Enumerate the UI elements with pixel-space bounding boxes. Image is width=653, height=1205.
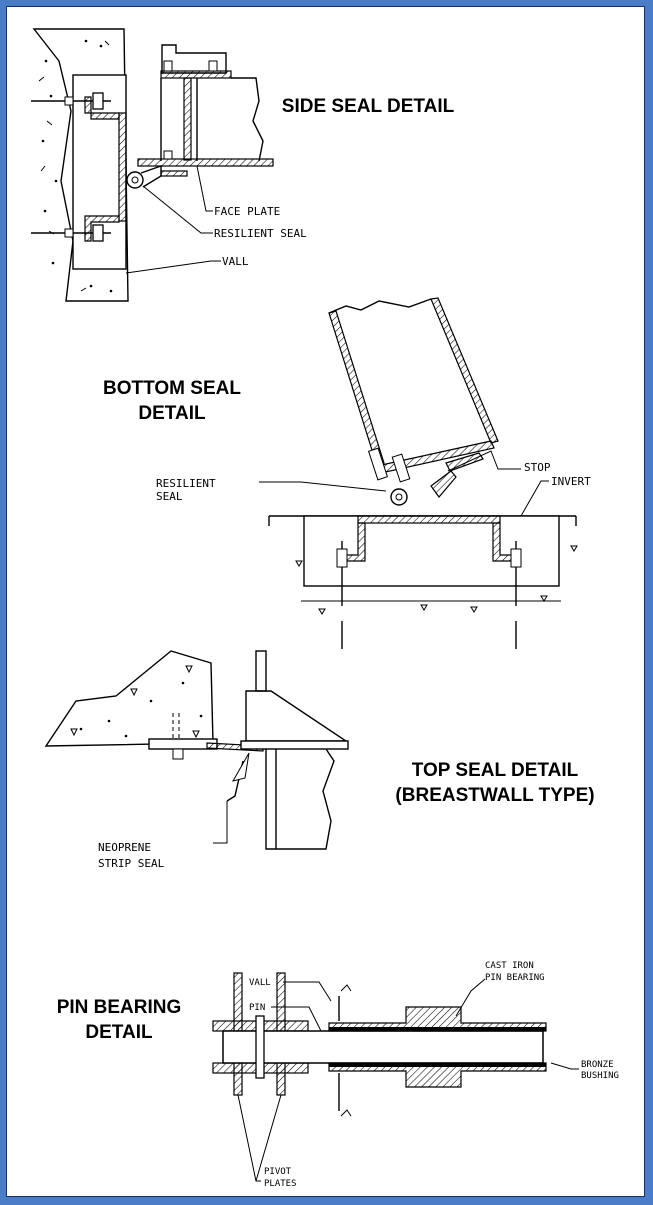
bottom-seal-detail: BOTTOM SEAL DETAIL RESILIENT SEAL STOP I [103,297,591,649]
beam-web [183,77,192,161]
leader-face-plate [196,165,213,212]
stop-bar [445,452,484,472]
leader-pivot-plates [237,1094,282,1182]
bottom-seal-title-line1: BOTTOM SEAL [103,378,241,399]
pin-bearing-title-line2: DETAIL [85,1022,153,1043]
label-pin-wall: VALL [249,978,271,988]
leader-pin [271,1006,322,1032]
label-bronze-line1: BRONZE [581,1060,614,1070]
label-stop: STOP [524,461,551,474]
label-face-plate: FACE PLATE [214,205,280,218]
side-seal-detail: FACE PLATE RESILIENT SEAL VALL SIDE SEAL… [31,28,455,302]
pin-bearing-detail: PIN BEARING DETAIL VALL PIN CAST IRON PI… [57,961,619,1189]
bottom-seal-title-line2: DETAIL [138,403,206,424]
label-resilient-line2: SEAL [156,490,183,503]
pin-keeper-bolt [255,1015,265,1079]
label-neoprene-line2: STRIP SEAL [98,857,165,870]
label-pin: PIN [249,1003,265,1013]
breastwall-aggregate [70,665,203,739]
gate-leaf-break [328,298,432,314]
leader-pin-wall [283,981,332,1002]
side-seat-plate [118,112,127,222]
label-bronze-line2: BUSHING [581,1071,619,1081]
label-invert: INVERT [551,475,591,488]
sill-plate [357,515,501,524]
pin-shaft [222,1030,544,1064]
leader-resilient-seal [142,185,213,234]
lifting-eye [255,650,267,692]
label-resilient-line1: RESILIENT [156,477,216,490]
side-seal-title: SIDE SEAL DETAIL [282,96,455,117]
label-cast-iron-line1: CAST IRON [485,961,534,971]
label-wall: VALL [222,255,249,268]
face-plate [137,158,274,167]
detail-drawings: FACE PLATE RESILIENT SEAL VALL SIDE SEAL… [31,28,619,1189]
leader-invert [520,480,549,517]
gate-leaf-back [430,297,499,444]
anchor-bolts [31,92,111,242]
pin-bearing-title-line1: PIN BEARING [57,997,182,1018]
seal-clamp-bar [160,170,188,177]
breastwall-concrete [44,650,214,747]
label-pivot-line1: PIVOT [264,1167,292,1177]
label-neoprene-line1: NEOPRENE [98,841,151,854]
drawing-sheet: FACE PLATE RESILIENT SEAL VALL SIDE SEAL… [6,6,645,1197]
leader-wall [125,260,221,274]
leader-stop [447,450,521,472]
bronze-bushing-bottom [329,1063,546,1067]
leader-resilient-bottom [259,481,387,492]
leader-bronze [550,1062,579,1070]
bronze-bushing-top [329,1027,546,1031]
top-flange [160,70,232,79]
label-cast-iron-line2: PIN BEARING [485,973,545,983]
top-seal-detail: NEOPRENE STRIP SEAL TOP SEAL DETAIL (BRE… [44,650,595,870]
top-seal-title-line1: TOP SEAL DETAIL [412,760,579,781]
gate-top-plate [240,740,349,750]
gate-skin-break [231,77,264,162]
label-resilient-seal: RESILIENT SEAL [214,227,307,240]
top-seal-title-line2: (BREASTWALL TYPE) [395,785,594,806]
gate-leaf-skin [328,310,385,467]
leader-cast-iron [455,978,486,1017]
gate-top-leaf [265,748,335,850]
label-pivot-line2: PLATES [264,1179,297,1189]
gate-top-gusset [245,690,349,742]
